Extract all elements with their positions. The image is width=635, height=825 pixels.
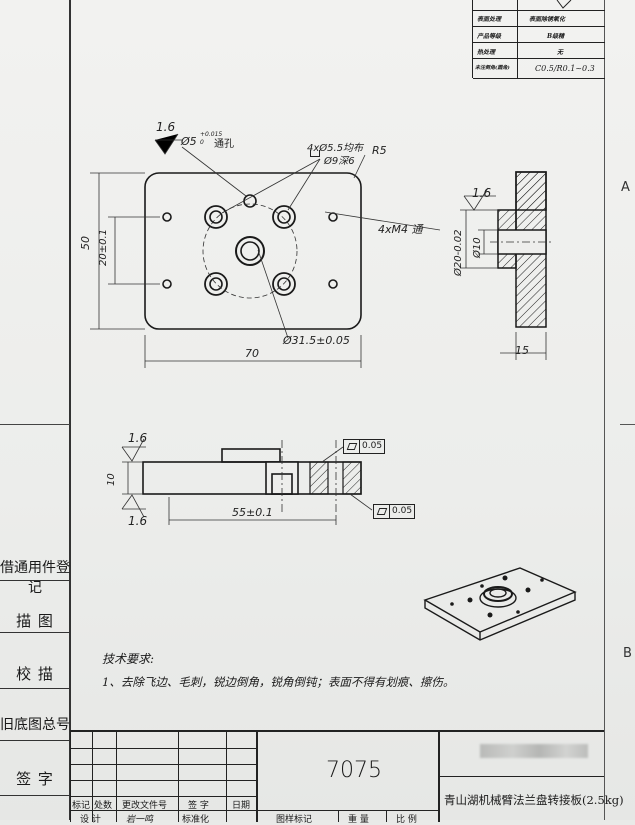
tech-req-item: 1、去除飞边、毛刺，锐边倒角，锐角倒钝；表面不得有划痕、擦伤。: [102, 675, 455, 689]
frame-left-border: [69, 0, 71, 820]
strip-sign: 签 字: [16, 770, 54, 788]
flatness-icon: [374, 505, 390, 518]
flatness-frame-2: 0.05: [373, 504, 416, 519]
part-name: 青山湖机械臂法兰盘转接板(2.5kg): [444, 793, 624, 807]
strip-divider: [0, 740, 70, 741]
zone-marker-b: B: [623, 646, 632, 661]
pitch-circle-dim: Ø31.5±0.05: [283, 334, 350, 347]
front-thickness-dim: 10: [106, 473, 117, 486]
roughness-value: 1.6: [156, 120, 176, 134]
counterbore-depth: Ø9深6: [324, 156, 355, 167]
scale-label: 比 例: [396, 815, 417, 825]
frame-right-border: [604, 0, 605, 820]
header-signature: 签 字: [188, 801, 209, 811]
spec-label: 热处理: [477, 49, 496, 56]
strip-divider: [0, 580, 70, 581]
boss-diameter-dim: Ø20-0.02: [453, 229, 464, 276]
side-view-drawing: [460, 171, 552, 360]
drawing-mark-label: 图样标记: [276, 815, 313, 825]
designer-label: 设 计: [80, 815, 101, 825]
top-view-drawing: [90, 133, 441, 368]
corner-radius: R5: [372, 144, 387, 157]
height-inner-dim: 20±0.1: [98, 228, 109, 266]
spec-value: B级精: [547, 33, 565, 40]
isometric-view-drawing: [423, 567, 577, 641]
width-dim: 70: [245, 347, 259, 360]
spec-value: 表面除锈氧化: [529, 16, 566, 23]
counterbore-symbol: [310, 150, 320, 157]
side-roughness-value: 1.6: [472, 186, 492, 200]
spec-value: 无: [557, 49, 564, 56]
material-code: 7075: [326, 758, 382, 783]
standardization-label: 标准化: [182, 815, 210, 825]
header-change-doc: 更改文件号: [122, 801, 168, 811]
center-hole-dim: Ø5: [181, 135, 197, 148]
bore-diameter-dim: Ø10: [472, 237, 483, 258]
spec-table: 表面处理 表面除锈氧化 产品等级 B级精 热处理 无 未注倒角(圆角) C0.5…: [472, 0, 605, 79]
blurred-company-logo: [480, 744, 588, 758]
header-count: 处数: [94, 801, 113, 811]
height-outer-dim: 50: [79, 236, 92, 250]
strip-trace: 描 图: [16, 612, 54, 630]
flatness-frame-1: 0.05: [343, 439, 386, 454]
counterbore-spec: 4xØ5.5均布: [307, 143, 364, 154]
zone-tick: [620, 424, 635, 425]
strip-divider: [0, 795, 70, 796]
strip-register: 借通用件登记: [0, 560, 70, 596]
front-roughness-bottom: 1.6: [128, 514, 148, 528]
center-hole-tolerance-low: 0: [200, 139, 204, 146]
spec-label: 未注倒角(圆角): [475, 65, 510, 71]
front-section-drawing: [121, 438, 373, 525]
title-block: 标记 处数 更改文件号 签 字 日期 设 计 岩一鸣 标准化 7075 图样标记…: [70, 730, 624, 825]
flatness-value: 0.05: [392, 506, 413, 516]
strip-old-drawing: 旧底图总号: [0, 717, 70, 733]
strip-check: 校 描: [16, 665, 54, 683]
header-mark: 标记: [72, 801, 91, 811]
spec-label: 表面处理: [477, 16, 502, 23]
spec-value: C0.5/R0.1~0.3: [535, 64, 595, 73]
designer-name: 岩一鸣: [126, 815, 154, 825]
strip-divider: [0, 632, 70, 633]
tech-req-title: 技术要求:: [102, 652, 155, 666]
front-roughness-top: 1.6: [128, 431, 148, 445]
strip-divider: [0, 688, 70, 689]
thread-spec: 4xM4 通: [378, 223, 423, 236]
front-span-dim: 55±0.1: [232, 506, 273, 519]
zone-marker-a: A: [621, 180, 630, 195]
center-hole-tolerance: +0.015: [200, 131, 223, 138]
center-hole-note: 通孔: [214, 139, 234, 150]
spec-label: 产品等级: [477, 33, 502, 40]
strip-top-line: [0, 424, 70, 425]
flatness-value: 0.05: [362, 441, 383, 451]
flatness-icon: [344, 440, 360, 453]
weight-label: 重 量: [348, 815, 369, 825]
side-thickness-dim: 15: [515, 344, 529, 357]
header-date: 日期: [232, 801, 251, 811]
